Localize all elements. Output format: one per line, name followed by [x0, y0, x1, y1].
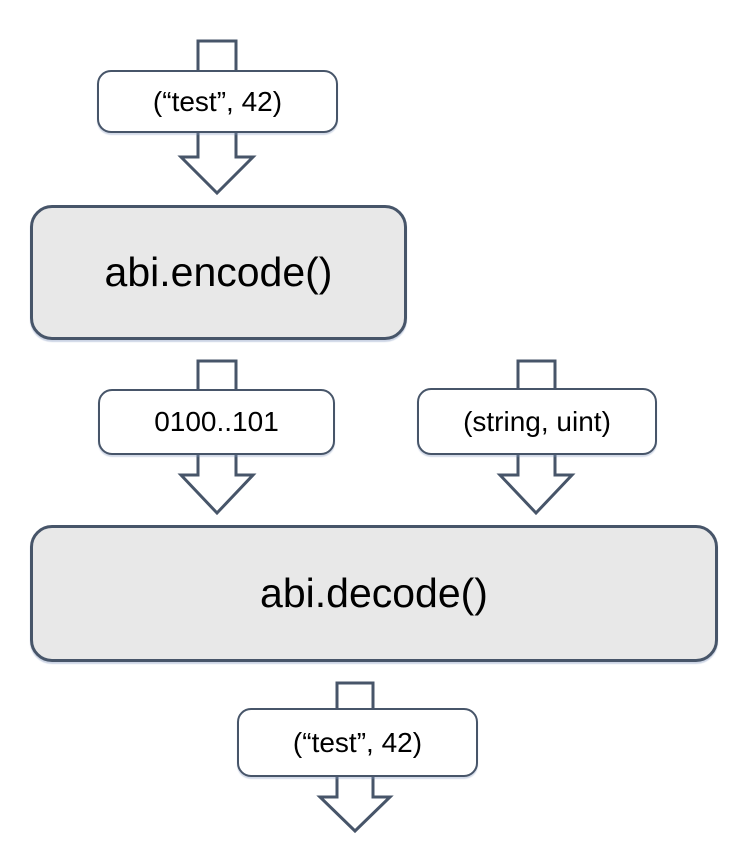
node-abi-encode: abi.encode()	[30, 205, 407, 340]
node-abi-encode-text: abi.encode()	[104, 249, 333, 295]
node-abi-decode: abi.decode()	[30, 525, 718, 662]
label-type-list-text: (string, uint)	[463, 405, 611, 437]
label-input-tuple-text: (“test”, 42)	[152, 85, 283, 117]
label-output-tuple: (“test”, 42)	[237, 708, 478, 777]
label-encoded-bytes-text: 0100..101	[154, 406, 279, 437]
label-encoded-bytes: 0100..101	[98, 389, 335, 455]
label-type-list: (string, uint)	[417, 388, 657, 455]
label-output-tuple-text: (“test”, 42)	[292, 726, 423, 758]
node-abi-decode-text: abi.decode()	[260, 570, 488, 616]
label-input-tuple: (“test”, 42)	[97, 70, 338, 133]
